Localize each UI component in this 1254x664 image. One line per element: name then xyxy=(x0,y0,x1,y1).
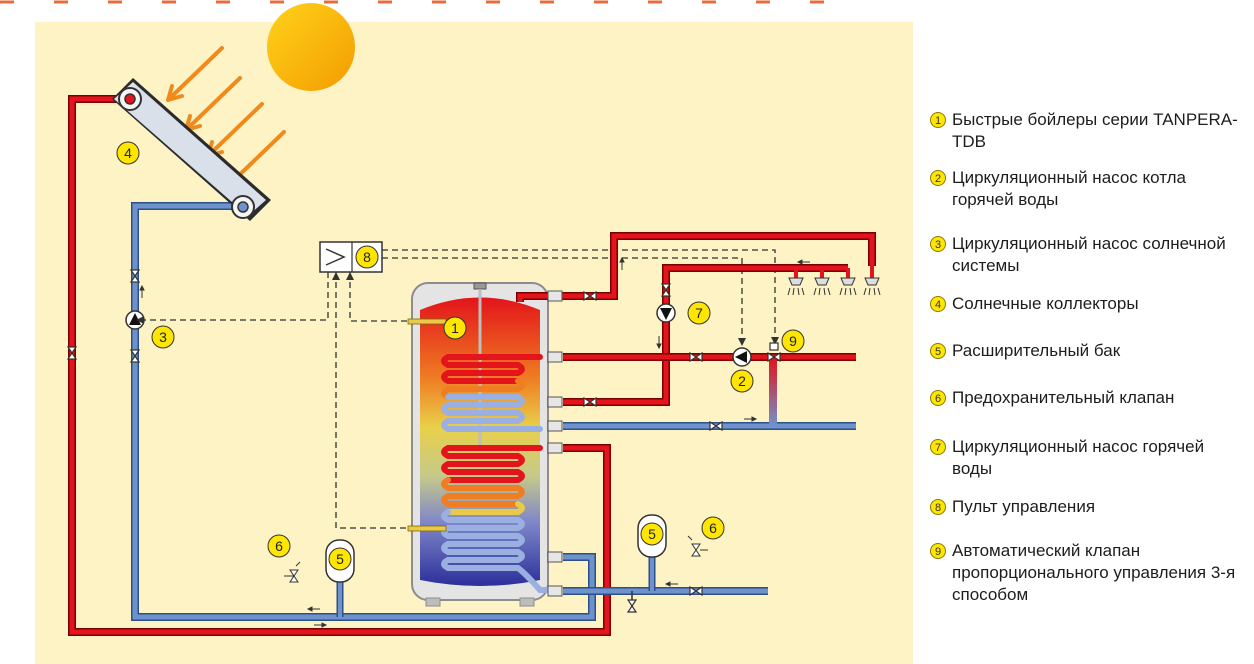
legend-item-7: 7 Циркуляционный насос горячей воды xyxy=(930,436,1246,480)
legend-number: 5 xyxy=(930,343,946,359)
marker-mix-valve: 9 xyxy=(781,329,805,353)
legend-item-5: 5 Расширительный бак xyxy=(930,340,1246,362)
svg-text:3: 3 xyxy=(159,329,167,345)
flow-arrows xyxy=(139,256,810,628)
svg-text:6: 6 xyxy=(275,538,283,554)
wire-arrowheads xyxy=(136,272,779,346)
legend-text: Циркуляционный насос горячей воды xyxy=(952,437,1205,478)
legend-item-2: 2 Циркуляционный насос котла горячей воды xyxy=(930,167,1246,211)
svg-text:2: 2 xyxy=(738,373,746,389)
legend-number: 6 xyxy=(930,390,946,406)
safety-valve-icon xyxy=(284,535,708,583)
legend-text: Автоматический клапан пропорционального … xyxy=(952,541,1236,604)
marker-tank: 1 xyxy=(443,316,467,340)
mixing-riser xyxy=(769,358,777,426)
tank-connections xyxy=(547,290,563,597)
marker-collector: 4 xyxy=(116,141,140,165)
upper-coil xyxy=(441,354,543,432)
solar-collector xyxy=(112,78,271,221)
svg-text:4: 4 xyxy=(124,145,132,161)
legend-number: 7 xyxy=(930,439,946,455)
sun xyxy=(267,3,355,91)
marker-expansion-left: 5 xyxy=(328,547,352,571)
line-valves xyxy=(583,283,781,613)
svg-text:8: 8 xyxy=(363,249,371,265)
legend-number: 3 xyxy=(930,236,946,252)
marker-safety-left: 6 xyxy=(267,534,291,558)
control-wires xyxy=(144,249,776,529)
legend-number: 4 xyxy=(930,296,946,312)
shower-heads xyxy=(787,266,881,296)
legend-text: Циркуляционный насос котла горячей воды xyxy=(952,168,1187,209)
svg-text:5: 5 xyxy=(336,551,344,567)
legend-item-9: 9 Автоматический клапан пропорционального… xyxy=(930,540,1246,606)
legend-item-1: 1 Быстрые бойлеры серии TANPERA-TDB xyxy=(930,109,1246,153)
marker-boiler-pump: 2 xyxy=(730,369,754,393)
legend-item-4: 4 Солнечные коллекторы xyxy=(930,293,1246,315)
legend-text: Быстрые бойлеры серии TANPERA-TDB xyxy=(952,110,1238,151)
legend-item-6: 6 Предохранительный клапан xyxy=(930,387,1246,409)
legend-text: Предохранительный клапан xyxy=(952,388,1175,407)
legend-item-3: 3 Циркуляционный насос солнечной системы xyxy=(930,233,1246,277)
svg-text:7: 7 xyxy=(695,305,703,321)
marker-expansion-right: 5 xyxy=(640,522,664,546)
legend-number: 2 xyxy=(930,170,946,186)
legend-text: Расширительный бак xyxy=(952,341,1121,360)
marker-control: 8 xyxy=(355,245,379,269)
legend-item-8: 8 Пульт управления xyxy=(930,496,1246,518)
legend-text: Циркуляционный насос солнечной системы xyxy=(952,234,1226,275)
legend-text: Пульт управления xyxy=(952,497,1096,516)
boiler-pump-icon xyxy=(732,347,752,367)
svg-text:1: 1 xyxy=(451,320,459,336)
legend-text: Солнечные коллекторы xyxy=(952,294,1139,313)
legend-number: 1 xyxy=(930,112,946,128)
lower-coil xyxy=(441,445,553,593)
marker-solar-pump: 3 xyxy=(151,325,175,349)
valve-icon xyxy=(66,269,141,363)
svg-text:6: 6 xyxy=(709,520,717,536)
legend-number: 8 xyxy=(930,499,946,515)
legend-number: 9 xyxy=(930,543,946,559)
svg-text:5: 5 xyxy=(648,526,656,542)
hot-water-pump-icon xyxy=(656,303,676,323)
solar-pump-icon xyxy=(125,310,145,330)
svg-text:9: 9 xyxy=(789,333,797,349)
marker-safety-right: 6 xyxy=(701,516,725,540)
marker-hot-pump: 7 xyxy=(687,301,711,325)
